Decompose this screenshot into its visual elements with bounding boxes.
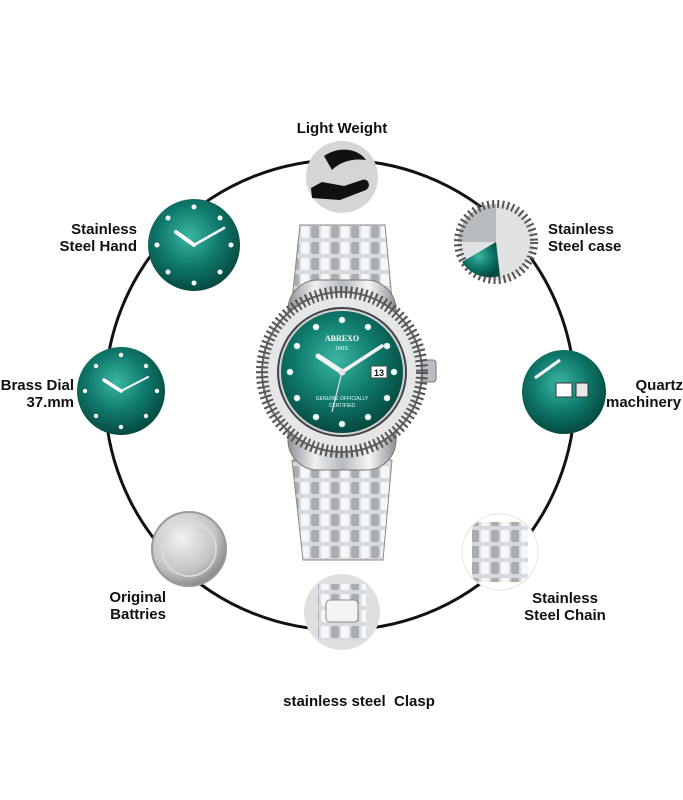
label-steel-case: Stainless Steel case [548,221,668,255]
second-hand [331,371,343,413]
label-brass-dial-line1: Brass Dial [0,377,74,394]
label-steel-hand: Stainless Steel Hand [40,221,137,255]
hour-hand [315,353,345,375]
brand-text: ABREXO [325,334,359,343]
quartz-icon [522,350,606,434]
label-clasp: stainless steel Clasp [262,659,456,727]
label-brass-dial-line2: 37.mm [26,394,74,411]
dial-text-1: GENUINE OFFICIALLY [316,396,369,402]
label-light-weight-text: Light Weight [296,120,388,137]
watch-image: 13 ABREXO DATE GENUINE OFFICIALLY CERTIF… [256,224,437,561]
steel-case-icon [454,200,538,284]
minute-hand [340,344,384,374]
label-quartz-line1: Quartz [635,377,683,394]
clasp-icon [304,574,380,650]
label-battery: Original Battries [70,589,166,623]
label-steel-hand-line2: Steel Hand [59,238,137,255]
label-brass-dial: Brass Dial 37.mm [0,377,74,411]
label-steel-case-line2: Steel case [548,238,622,255]
steel-hand-icon [148,199,240,291]
date-label: DATE [336,346,350,352]
label-chain-line2: Steel Chain [524,607,606,624]
date-window: 13 [374,368,384,378]
label-chain-line1: Stainless [532,590,598,607]
label-quartz: Quartz machinery [606,377,683,411]
label-battery-line2: Battries [110,606,166,623]
label-quartz-line2: machinery [606,394,682,411]
light-weight-icon [306,141,378,213]
dial-text-2: CERTIFIED [329,403,356,409]
brass-dial-icon [77,347,165,435]
label-clasp-text: stainless steel Clasp [283,693,435,710]
label-steel-case-line1: Stainless [548,221,614,238]
label-chain: Stainless Steel Chain [515,590,615,624]
label-battery-line1: Original [109,589,166,606]
battery-icon [151,511,227,587]
chain-icon [461,513,539,591]
lower-bracelet [291,459,393,561]
label-light-weight: Light Weight [272,120,412,137]
label-steel-hand-line1: Stainless [71,221,137,238]
